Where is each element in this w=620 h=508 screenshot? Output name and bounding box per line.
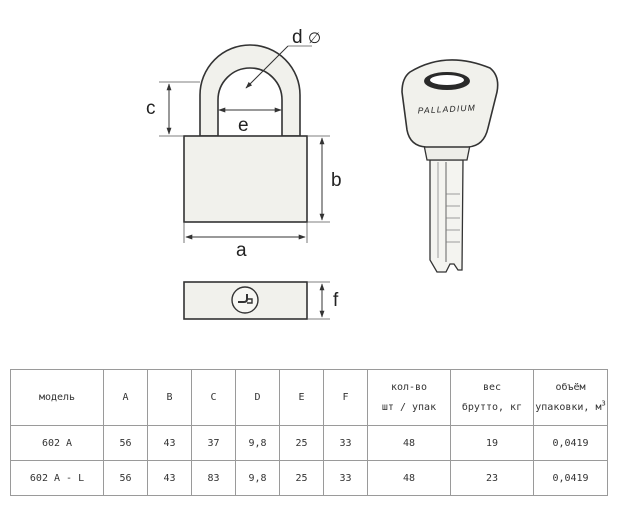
cell-model: 602 A - L <box>10 460 104 496</box>
cell-volume: 0,0419 <box>533 425 608 461</box>
header-b: B <box>147 369 192 426</box>
shackle <box>199 44 301 137</box>
padlock-front-view <box>183 44 308 223</box>
cell-a: 56 <box>103 460 148 496</box>
diameter-symbol: ∅ <box>308 30 321 47</box>
key-drawing: PALLADIUM <box>401 59 499 273</box>
cell-weight: 19 <box>450 425 534 461</box>
table-row: 602 A - L 56 43 83 9,8 25 33 48 23 0,041… <box>10 460 608 496</box>
label-a: a <box>236 240 247 261</box>
cell-weight: 23 <box>450 460 534 496</box>
label-e: e <box>238 115 249 136</box>
cell-b: 43 <box>147 460 192 496</box>
header-d: D <box>235 369 280 426</box>
cell-c: 83 <box>191 460 236 496</box>
dimension-d: d ∅ <box>245 27 321 89</box>
header-model: модель <box>10 369 104 426</box>
cell-f: 33 <box>323 460 368 496</box>
header-e: E <box>279 369 324 426</box>
header-f: F <box>323 369 368 426</box>
label-d: d <box>292 27 303 48</box>
dimension-b: b <box>307 135 342 223</box>
label-f: f <box>333 290 339 311</box>
lock-body <box>183 135 308 223</box>
header-a: A <box>103 369 148 426</box>
cell-quantity: 48 <box>367 425 451 461</box>
padlock-technical-drawing: c e d ∅ b a f <box>146 27 499 320</box>
cell-a: 56 <box>103 425 148 461</box>
table-row: 602 A 56 43 37 9,8 25 33 48 19 0,0419 <box>10 425 608 461</box>
cell-b: 43 <box>147 425 192 461</box>
label-c: c <box>146 98 156 119</box>
cell-c: 37 <box>191 425 236 461</box>
cell-d: 9,8 <box>235 460 280 496</box>
cell-volume: 0,0419 <box>533 460 608 496</box>
keyhole-icon <box>231 286 259 314</box>
dimension-c: c <box>146 81 200 137</box>
key-blade <box>429 159 464 273</box>
cell-e: 25 <box>279 460 324 496</box>
dimension-e: e <box>218 107 282 136</box>
cell-f: 33 <box>323 425 368 461</box>
cell-model: 602 A <box>10 425 104 461</box>
key-brand-label: PALLADIUM <box>417 102 476 115</box>
header-c: C <box>191 369 236 426</box>
dimension-f: f <box>307 281 339 320</box>
padlock-bottom-view <box>183 281 308 320</box>
cell-e: 25 <box>279 425 324 461</box>
label-b: b <box>331 170 342 191</box>
dimension-a: a <box>183 222 308 261</box>
cell-quantity: 48 <box>367 460 451 496</box>
cell-d: 9,8 <box>235 425 280 461</box>
